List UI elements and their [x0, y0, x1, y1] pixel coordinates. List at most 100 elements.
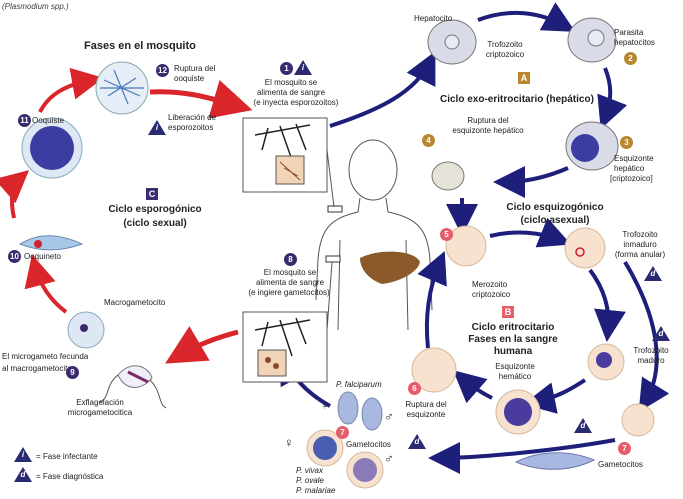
step-8-badge: 8: [284, 253, 297, 266]
exflagelacion-line2: microgametocitica: [67, 408, 133, 417]
arrow-1-to-hepatocito: [329, 51, 436, 128]
step-3-badge: 3: [620, 136, 633, 149]
arrow-inmaduro-to-maduro: [588, 268, 626, 342]
rbc-ring-trophozoite: [564, 227, 606, 269]
rbc-merozoite: [445, 225, 487, 267]
trof-inmaduro-line3: (forma anular): [614, 250, 666, 259]
sporogonic-cycle-sub: (ciclo sexual): [123, 218, 187, 229]
step-3-line2: hepático: [614, 164, 645, 173]
arrow-maduro-to-esq: [523, 378, 587, 414]
human-silhouette: [315, 139, 433, 331]
p-falciparum-label: P. falciparum: [336, 380, 382, 389]
step-8-line3: (e ingiere gametocitos): [248, 288, 330, 297]
infective-marker-step-1: i: [294, 60, 312, 75]
ookinete-cell: [18, 235, 84, 251]
oocyst-cell: [21, 117, 83, 179]
step-1-line1: El mosquito se: [264, 78, 318, 87]
trofozoito-cripto-line2: criptozoico: [485, 50, 525, 59]
connector-line-2: [326, 261, 333, 331]
falciparum-male-symbol: ♂: [384, 409, 394, 424]
oocyst-rupture-cell: [95, 61, 149, 115]
falciparum-gametocyte-shape: [514, 452, 596, 470]
arrow-12-to-1: [149, 79, 253, 119]
arrow-5-to-inmaduro: [489, 217, 572, 248]
step-9-line2: al macrogametocito: [2, 364, 72, 373]
step-11-label: Ooquiste: [32, 116, 65, 125]
arrow-3-to-4: [493, 165, 569, 198]
exflagellation-cell: [99, 365, 167, 409]
trof-maduro-line2: maduro: [637, 356, 665, 365]
merozoito-line2: criptozoico: [472, 290, 511, 299]
liver-shape: [360, 251, 420, 284]
step-12-line1: Ruptura del: [174, 64, 216, 73]
step-6-badge: 6: [408, 382, 421, 395]
bite-site-marker-1: [327, 205, 343, 213]
arrow-2-to-3: [597, 67, 628, 130]
macrogametocyte-cell: [67, 311, 105, 349]
vivax-female-symbol: ♀: [284, 435, 294, 450]
liberacion-line2: esporozoitos: [168, 123, 214, 132]
step-12-badge: 12: [156, 64, 169, 77]
erythrocytic-cycle-line3: humana: [493, 346, 533, 357]
arrow-esq-to-6: [452, 370, 493, 404]
step-9-line1: El microgameto fecunda: [2, 352, 89, 361]
merozoito-line1: Merozoito: [472, 280, 508, 289]
falciparum-male: [361, 397, 383, 431]
rbc-gametocyte: [621, 403, 655, 437]
hepatocyte-cell: [427, 19, 477, 65]
hepatic-schizont-cell: [565, 121, 619, 171]
legend-diagnostic-icon: d: [14, 467, 32, 482]
macrogametocito-label: Macrogametocito: [104, 298, 166, 307]
legend-infective-text: = Fase infectante: [36, 452, 98, 461]
step-8-line2: alimenta de sangre: [255, 278, 325, 287]
erythrocytic-cycle-line1: Ciclo eritrocitario: [471, 322, 555, 333]
legend-diagnostic-text: = Fase diagnóstica: [36, 472, 104, 481]
step-11-badge: 11: [18, 114, 31, 127]
arrow-6-to-5: [417, 250, 447, 349]
arrow-hep-to-2: [477, 2, 576, 32]
schizogonic-cycle-line1: Ciclo esquizogónico: [506, 202, 604, 213]
trof-inmaduro-line1: Trofozoito: [622, 230, 658, 239]
mosquito-phases-title: Fases en el mosquito: [84, 40, 196, 52]
step-8-line1: El mosquito se: [263, 268, 317, 277]
hepatocito-label: Hepatocito: [414, 14, 453, 23]
step-3-line1: Esquizonte: [614, 154, 654, 163]
step-1-line2: alimenta de sangre: [256, 88, 326, 97]
mosquito-feed-box-2: [242, 311, 328, 383]
arrow-gam-to-gametocitos: [428, 438, 616, 474]
step-1-badge: 1: [280, 62, 293, 75]
falciparum-female: [337, 391, 359, 425]
step-3-line3: [criptozoico]: [610, 174, 653, 183]
sporogonic-cycle-title: Ciclo esporogónico: [108, 204, 202, 215]
arrow-11-to-12: [38, 67, 104, 113]
step-2-line2: hepatocitos: [614, 38, 655, 47]
infective-marker-liberacion: i: [148, 120, 166, 135]
step-7b-badge: 7: [618, 442, 631, 455]
trof-inmaduro-line2: inmaduro: [623, 240, 657, 249]
cycle-c-letter: C: [146, 188, 158, 200]
mosquito-feed-box-1: [242, 117, 328, 193]
diagnostic-marker-maduro: d: [652, 326, 670, 341]
step-4-line2: esquizonte hepático: [452, 126, 524, 135]
step-6-line2: esquizonte: [406, 410, 446, 419]
esq-hematico-line2: hemático: [498, 372, 532, 381]
p-ovale-label: P. ovale: [296, 476, 324, 485]
falciparum-female-symbol: ♀: [320, 397, 330, 412]
esq-hematico-line1: Esquizonte: [495, 362, 535, 371]
cycle-b-letter: B: [502, 306, 514, 318]
exflagelacion-line1: Exflagelación: [76, 398, 124, 407]
hepatic-schizont-rupture-cell: [431, 161, 465, 191]
rbc-schizont-rupture: [411, 347, 457, 393]
arrow-10-to-11: [0, 170, 30, 219]
schizogonic-cycle-line2: (ciclo asexual): [520, 215, 590, 226]
step-2-badge: 2: [624, 52, 637, 65]
step-12-line2: ooquiste: [174, 74, 205, 83]
step-7b-label: Gametocitos: [598, 460, 643, 469]
legend-infective-icon: i: [14, 447, 32, 462]
step-10-badge: 10: [8, 250, 21, 263]
connector-line-1: [326, 149, 335, 208]
step-10-label: Ooquineto: [24, 252, 61, 261]
parasitized-hepatocyte-cell: [567, 17, 617, 63]
step-6-line1: Ruptura del: [405, 400, 447, 409]
